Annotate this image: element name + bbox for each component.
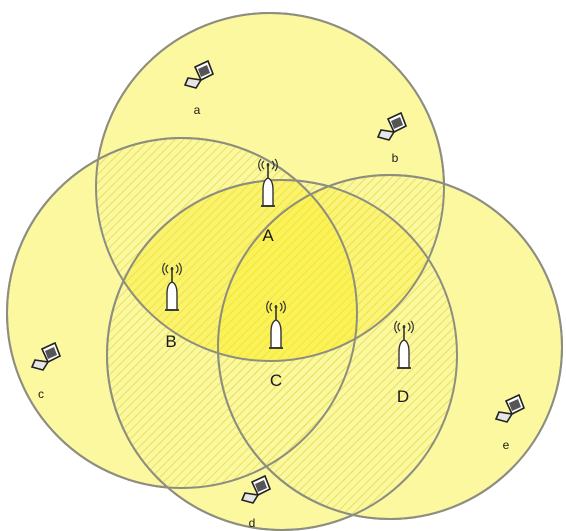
- client-a: a: [184, 60, 214, 117]
- access-point-c: C: [265, 300, 287, 390]
- client-c: c: [31, 342, 61, 401]
- client-b: b: [377, 112, 407, 165]
- zone-outline-b: [6, 137, 358, 489]
- access-point-label: B: [165, 332, 176, 351]
- access-point-label: D: [397, 387, 409, 406]
- client-label: b: [392, 151, 399, 165]
- zone-outline-c: [106, 179, 458, 531]
- client-label: c: [38, 387, 44, 401]
- client-label: d: [249, 516, 256, 530]
- access-point-d: D: [393, 320, 415, 406]
- access-point-label: A: [262, 226, 274, 245]
- access-point-a: A: [257, 158, 279, 245]
- client-d: d: [241, 475, 271, 530]
- access-point-label: C: [270, 371, 282, 390]
- overlap-c-d: [218, 180, 457, 519]
- client-label: a: [194, 103, 201, 117]
- client-label: e: [503, 438, 510, 452]
- client-e: e: [495, 394, 525, 452]
- zone-outlines: [6, 12, 563, 531]
- access-point-b: B: [161, 262, 183, 351]
- zone-outline-d: [217, 174, 563, 520]
- zone-outline-a: [95, 12, 445, 362]
